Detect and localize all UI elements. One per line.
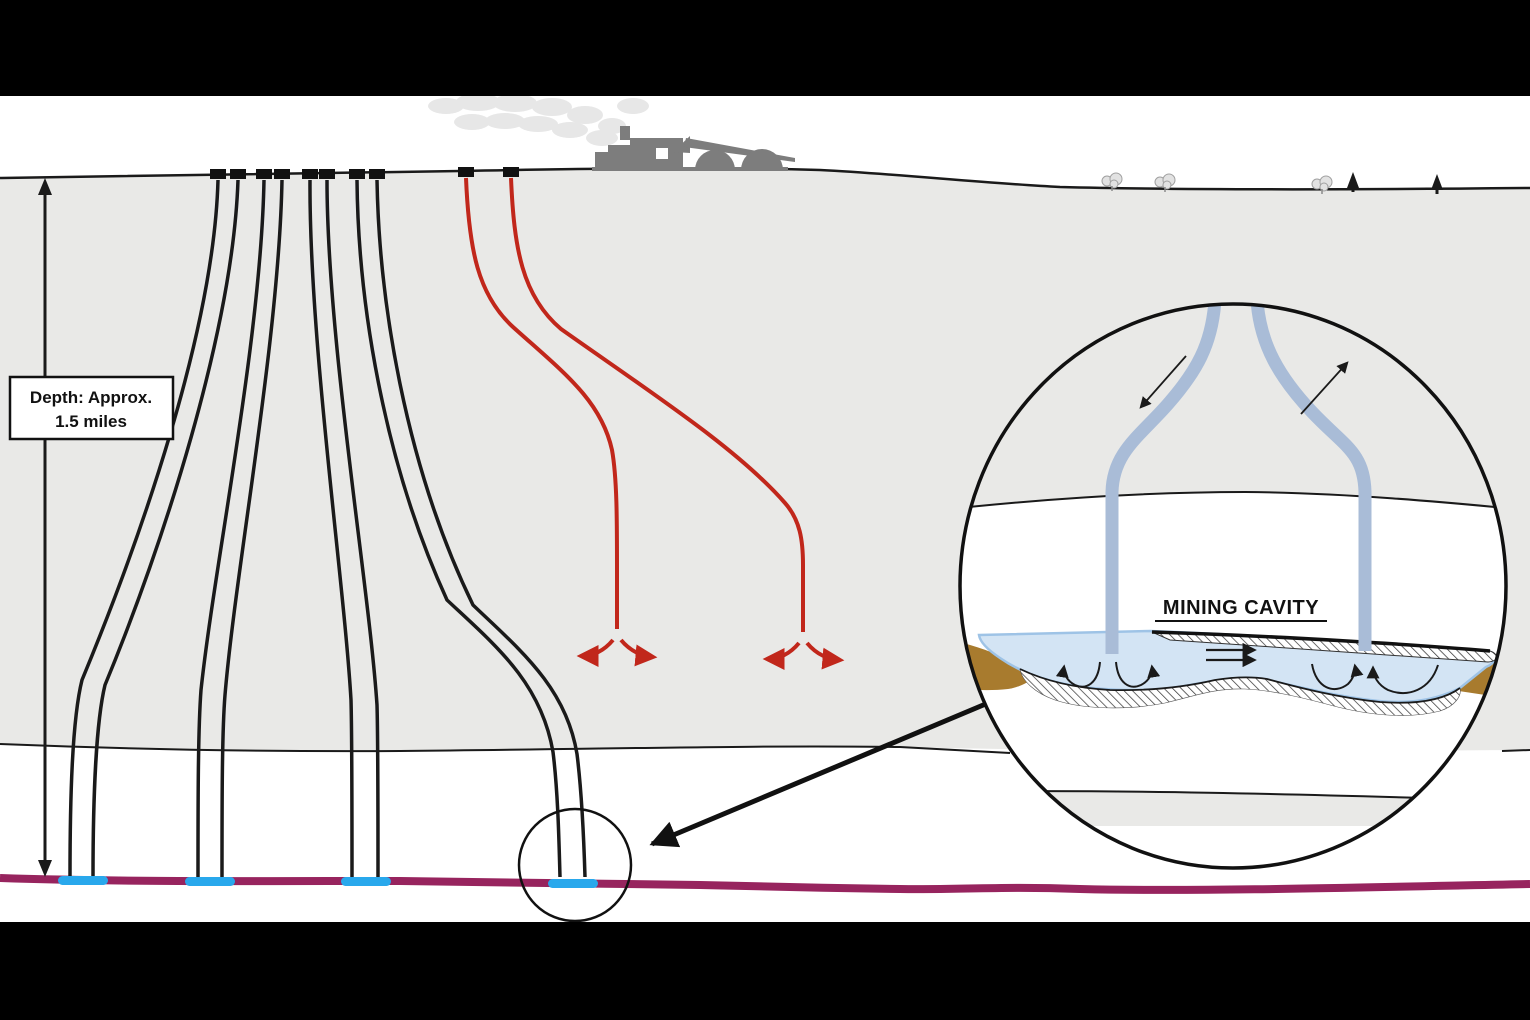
cavity-floor-line — [1019, 668, 1461, 704]
well-bottom-markers — [58, 876, 598, 888]
letterbox-top — [0, 0, 1530, 96]
mining-cavity-inset: MINING CAVITY — [958, 302, 1508, 870]
mining-cavity-label: MINING CAVITY — [1163, 597, 1319, 619]
smoke-icon — [428, 93, 649, 146]
inset-overburden-boundary — [960, 490, 1506, 511]
arrow-up-icon — [38, 178, 52, 195]
black-wells — [68, 179, 587, 878]
flow-direction-arrows — [1206, 642, 1257, 668]
tube-flow-arrows — [1139, 355, 1349, 415]
overburden-bottom-boundary — [0, 743, 1011, 754]
deciduous-tree-icon — [1101, 172, 1333, 194]
well-path — [220, 179, 284, 878]
well-path — [375, 179, 587, 878]
letterbox-bottom — [0, 922, 1530, 1020]
depth-annotation: Depth: Approx. 1.5 miles — [8, 178, 175, 877]
injection-well-path — [509, 177, 805, 632]
return-tube — [1250, 304, 1372, 651]
injection-flow-arrow — [576, 638, 615, 667]
injection-well-path — [464, 177, 619, 629]
injection-tube — [1105, 304, 1222, 654]
well-path — [355, 179, 562, 878]
well-path — [196, 179, 266, 878]
injection-flow-arrow — [762, 641, 801, 670]
depth-label-line1: Depth: Approx. — [30, 388, 152, 407]
inset-connector-arrow — [649, 700, 989, 848]
well-path — [68, 179, 220, 878]
overburden-bottom-boundary-right — [1501, 749, 1530, 752]
injection-flow-arrow — [805, 641, 845, 670]
red-injection-wells — [464, 177, 845, 670]
conifer-tree-icon — [1347, 172, 1443, 194]
depth-label-box — [8, 375, 175, 441]
inset-lower-stratum — [960, 791, 1506, 826]
well-path — [91, 179, 240, 878]
well-path — [308, 179, 354, 878]
arrow-down-icon — [38, 860, 52, 877]
well-path — [325, 179, 380, 878]
depth-label-line2: 1.5 miles — [55, 412, 127, 431]
target-layer-line — [0, 874, 1530, 894]
magnifier-circle-icon — [517, 807, 633, 923]
cavity-roof-line — [1151, 630, 1491, 653]
inset-ring — [958, 302, 1508, 870]
injection-flow-arrow — [619, 638, 658, 667]
circulation-arrows — [1055, 661, 1439, 694]
wellhead-caps — [210, 167, 519, 179]
factory-icon — [592, 126, 795, 171]
